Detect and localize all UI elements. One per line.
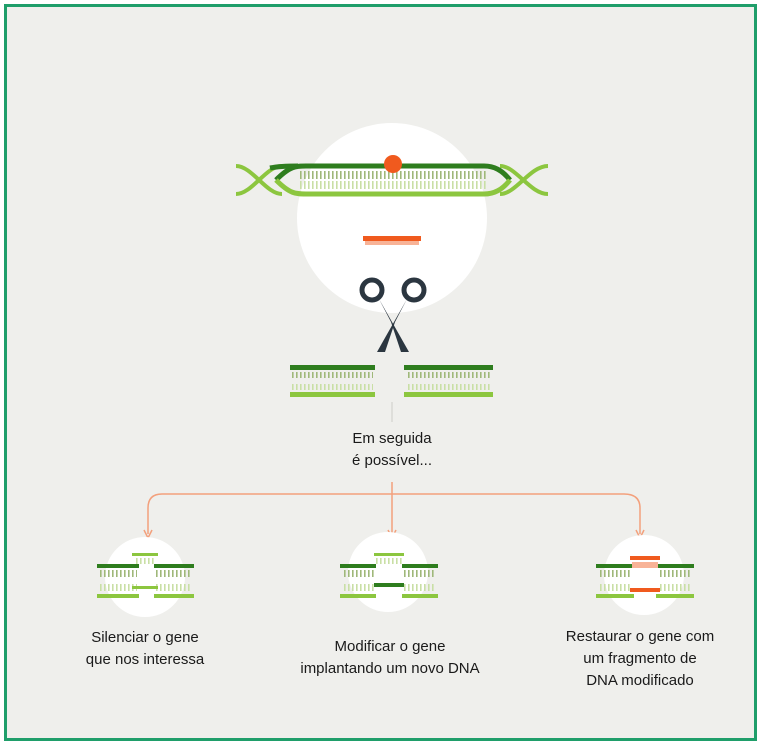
option-label-restore: Restaurar o gene com um fragmento de DNA… <box>530 626 750 692</box>
caption-line-1: Em seguida <box>352 430 432 447</box>
option-label-line: Modificar o gene <box>334 638 446 655</box>
option-label-line: implantando um novo DNA <box>300 660 480 677</box>
caption-line-2: é possível... <box>351 452 433 469</box>
option-label-line: DNA modificado <box>586 672 694 689</box>
option-label-line: Silenciar o gene <box>91 629 199 646</box>
silence-gene-icon <box>97 537 194 617</box>
option-label-modify: Modificar o gene implantando um novo DNA <box>265 636 515 680</box>
modify-gene-icon <box>340 532 438 612</box>
scissors-icon <box>359 277 427 352</box>
restore-gene-icon <box>596 535 694 615</box>
option-label-line: um fragmento de <box>583 650 697 667</box>
cut-dna-icon <box>290 365 493 397</box>
dna-double-helix-icon <box>235 155 549 197</box>
branch-arrows <box>143 482 645 540</box>
caption-top: Em seguida é possível... <box>292 428 492 472</box>
guide-rna-icon <box>363 236 421 245</box>
option-label-line: que nos interessa <box>85 651 205 668</box>
option-label-line: Restaurar o gene com <box>565 628 715 645</box>
highlight-circle <box>297 123 487 313</box>
option-label-silence: Silenciar o gene que nos interessa <box>55 627 235 671</box>
